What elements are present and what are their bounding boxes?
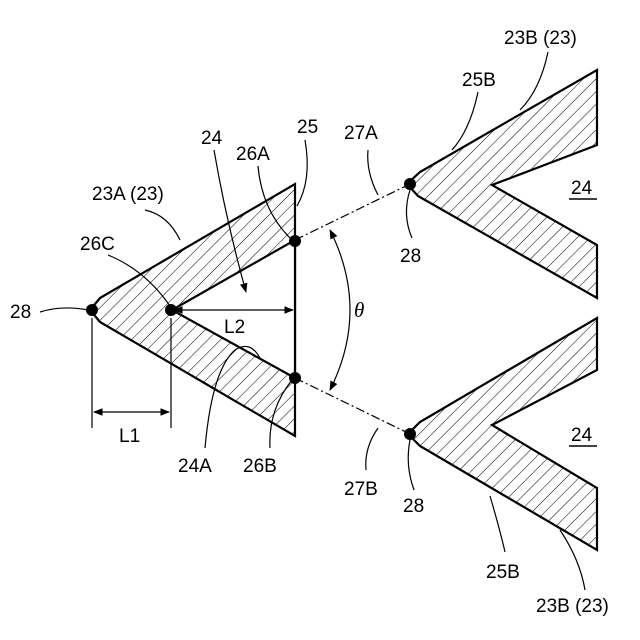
extension-line-27b xyxy=(295,378,410,434)
point-28-bottom xyxy=(404,428,416,440)
label-28-top: 28 xyxy=(400,246,421,267)
leader-23a xyxy=(145,210,180,240)
point-26b xyxy=(289,372,301,384)
label-25: 25 xyxy=(297,117,318,138)
label-25b-top: 25B xyxy=(462,70,496,91)
point-26c xyxy=(165,304,177,316)
label-24-bottom: 24 xyxy=(571,425,593,446)
label-l1: L1 xyxy=(119,426,140,447)
leader-25b-bottom xyxy=(490,496,505,552)
label-23a: 23A (23) xyxy=(92,184,164,205)
leader-28-bottom xyxy=(408,440,414,490)
label-26a: 26A xyxy=(236,144,270,165)
label-23b-top: 23B (23) xyxy=(504,28,577,49)
leader-28-top xyxy=(406,190,412,238)
label-26c: 26C xyxy=(80,234,115,255)
edge-23b-bottom xyxy=(408,318,597,550)
label-24: 24 xyxy=(201,128,223,149)
label-27a: 27A xyxy=(344,123,378,144)
label-theta: θ xyxy=(354,298,364,322)
label-24a: 24A xyxy=(178,456,212,477)
label-28-left: 28 xyxy=(10,302,31,323)
label-28-bottom: 28 xyxy=(403,496,424,517)
label-l2: L2 xyxy=(224,317,245,338)
label-27b: 27B xyxy=(344,479,378,500)
label-26b: 26B xyxy=(243,456,277,477)
leader-27a xyxy=(368,150,378,195)
point-28-top xyxy=(404,178,416,190)
leader-25 xyxy=(297,140,307,206)
leader-28-left xyxy=(40,308,88,312)
label-23b-bottom: 23B (23) xyxy=(536,596,609,617)
point-26a xyxy=(289,235,301,247)
extension-line-27a xyxy=(295,184,410,240)
angle-theta-arc xyxy=(330,230,350,390)
label-25b-bottom: 25B xyxy=(486,562,520,583)
leader-27b xyxy=(366,428,378,470)
edge-23b-top xyxy=(407,70,597,298)
label-24-top: 24 xyxy=(571,178,593,199)
point-28-left xyxy=(86,304,98,316)
